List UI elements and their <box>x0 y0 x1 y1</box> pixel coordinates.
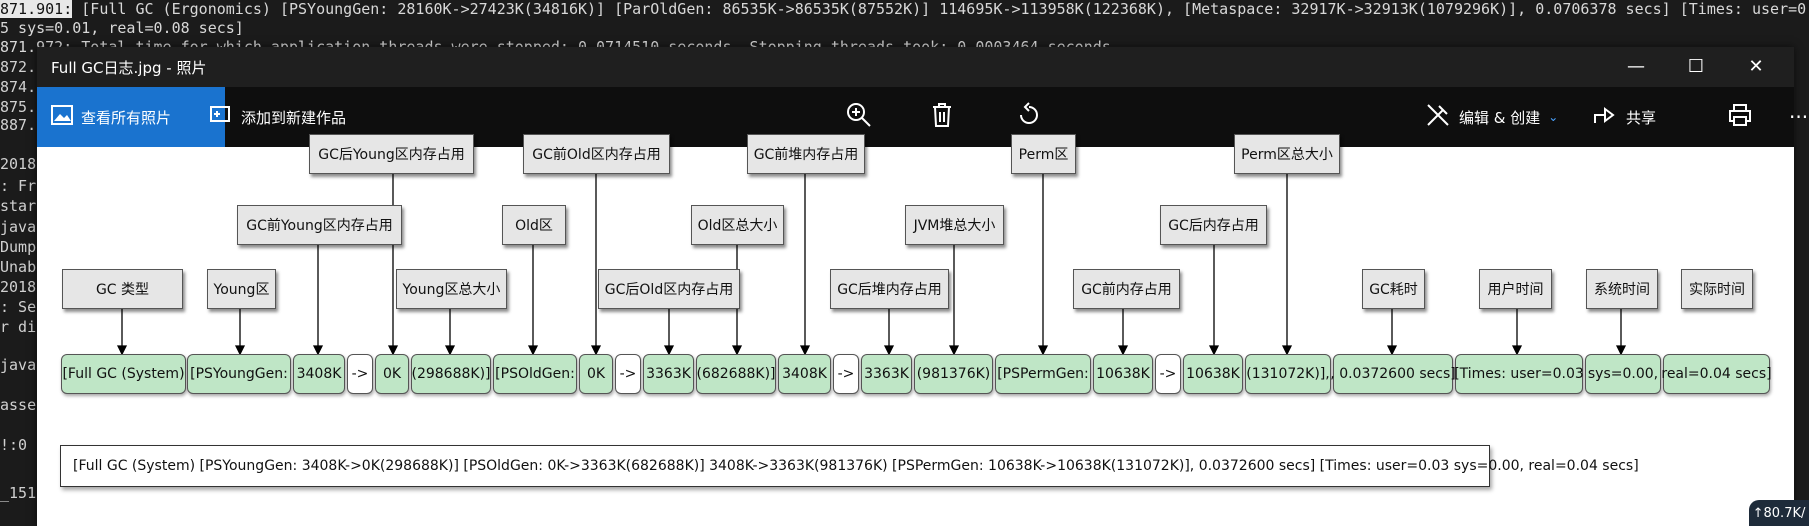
label-old-total: Old区总大小 <box>691 205 784 245</box>
share-label: 共享 <box>1626 108 1657 127</box>
label-perm-before: GC前内存占用 <box>1073 269 1180 309</box>
cell-arrow: -> <box>347 354 373 394</box>
minimize-button[interactable]: — <box>1627 56 1645 77</box>
edit-create-button[interactable]: 编辑 & 创建 ⌄ <box>1425 87 1558 147</box>
label-sys-time: 系统时间 <box>1586 269 1658 309</box>
share-icon <box>1592 103 1618 131</box>
cell-pspermgen: [PSPermGen: <box>995 354 1091 394</box>
terminal-ts-4: 887.0 <box>0 116 46 134</box>
label-old-before: GC前Old区内存占用 <box>523 134 670 174</box>
terminal-ts-2: 874.9 <box>0 78 46 96</box>
label-gc-type: GC 类型 <box>62 269 183 309</box>
close-button[interactable]: ✕ <box>1748 56 1764 77</box>
cell-heap-before: 3408K <box>778 354 831 394</box>
share-button[interactable]: 共享 <box>1592 87 1656 147</box>
terminal-side-line: java <box>0 218 37 236</box>
terminal-side-line: 2018 <box>0 155 37 173</box>
cell-sys-time: sys=0.00, <box>1585 354 1661 394</box>
label-old-after: GC后Old区内存占用 <box>598 269 740 309</box>
terminal-side-line: !:0 <box>0 436 28 454</box>
rotate-icon <box>1015 101 1043 133</box>
window-title: Full GC日志.jpg - 照片 <box>51 59 207 77</box>
terminal-ts-3: 875.9 <box>0 98 46 116</box>
cell-full-gc: [Full GC (System) <box>61 354 186 394</box>
terminal-side-line: r di <box>0 318 37 336</box>
view-all-label: 查看所有照片 <box>81 108 172 127</box>
terminal-side-line: : Se <box>0 298 37 316</box>
cell-old-after: 3363K <box>643 354 694 394</box>
cell-young-total: (298688K)] <box>411 354 491 394</box>
terminal-side-line: 2018 <box>0 278 37 296</box>
cell-arrow: -> <box>1155 354 1181 394</box>
cell-psoldgen: [PSOldGen: <box>493 354 577 394</box>
cell-psyounggen: [PSYoungGen: <box>187 354 291 394</box>
cell-old-before: 0K <box>579 354 613 394</box>
label-young-after: GC后Young区内存占用 <box>309 134 474 174</box>
view-all-photos-button[interactable]: 查看所有照片 <box>37 87 225 147</box>
chevron-down-icon: ⌄ <box>1548 110 1559 124</box>
terminal-side-line: Dump <box>0 238 37 256</box>
cell-real-time: real=0.04 secs] <box>1661 354 1772 394</box>
terminal-side-line: star <box>0 197 37 215</box>
cell-gc-time: , 0.0372600 secs] <box>1330 354 1456 394</box>
label-young: Young区 <box>207 269 276 309</box>
cell-arrow: -> <box>833 354 859 394</box>
cell-heap-after: 3363K <box>861 354 912 394</box>
cell-heap-total: (981376K) <box>914 354 993 394</box>
cell-old-total: (682688K)] <box>696 354 776 394</box>
cell-arrow: -> <box>615 354 641 394</box>
zoom-in-button[interactable] <box>845 87 873 147</box>
label-young-total: Young区总大小 <box>396 269 507 309</box>
edit-create-label: 编辑 & 创建 <box>1459 108 1541 127</box>
terminal-line-2: 5 sys=0.01, real=0.08 secs] <box>0 19 244 37</box>
label-gc-time: GC耗时 <box>1362 269 1425 309</box>
cell-perm-total: (131072K)], <box>1245 354 1331 394</box>
terminal-side-line: : Fr <box>0 177 37 195</box>
edit-icon <box>1425 102 1451 132</box>
print-icon <box>1727 102 1753 132</box>
add-to-label: 添加到新建作品 <box>241 108 347 127</box>
label-user-time: 用户时间 <box>1479 269 1552 309</box>
add-creation-icon <box>209 105 233 129</box>
toolbar: 查看所有照片 添加到新建作品 编辑 & 创建 <box>37 87 1808 147</box>
more-button[interactable]: ··· <box>1789 105 1809 129</box>
terminal-side-line: Unab <box>0 258 37 276</box>
add-to-creation-button[interactable]: 添加到新建作品 <box>209 87 346 147</box>
network-speed-badge: ↑80.7K/ <box>1749 500 1809 526</box>
label-heap-before: GC前堆内存占用 <box>747 134 865 174</box>
label-perm: Perm区 <box>1011 134 1076 174</box>
image-icon <box>51 105 73 129</box>
cell-user-time: [Times: user=0.03 <box>1454 354 1584 394</box>
cell-young-after: 0K <box>375 354 409 394</box>
print-button[interactable] <box>1727 87 1753 147</box>
label-perm-total: Perm区总大小 <box>1234 134 1340 174</box>
terminal-side-line: java <box>0 356 37 374</box>
terminal-side-line: asse <box>0 396 37 414</box>
cell-perm-before: 10638K <box>1093 354 1153 394</box>
label-heap-after: GC后堆内存占用 <box>830 269 949 309</box>
trash-icon <box>930 102 954 132</box>
label-old: Old区 <box>502 205 566 245</box>
label-jvm-heap-total: JVM堆总大小 <box>905 205 1004 245</box>
terminal-side-line: _151 <box>0 484 37 502</box>
terminal-ts-1: 872.9 <box>0 58 46 76</box>
label-perm-after: GC后内存占用 <box>1160 205 1267 245</box>
cell-young-before: 3408K <box>293 354 345 394</box>
zoom-in-icon <box>845 101 873 133</box>
cell-perm-after: 10638K <box>1183 354 1243 394</box>
terminal-line-1: 871.901: [Full GC (Ergonomics) [PSYoungG… <box>0 0 1809 18</box>
delete-button[interactable] <box>930 87 954 147</box>
rotate-button[interactable] <box>1015 87 1043 147</box>
maximize-button[interactable]: ☐ <box>1687 56 1705 77</box>
title-bar[interactable]: Full GC日志.jpg - 照片 — ☐ ✕ <box>37 47 1794 87</box>
label-young-before: GC前Young区内存占用 <box>237 205 402 245</box>
full-gc-log-line: [Full GC (System) [PSYoungGen: 3408K->0K… <box>60 445 1639 487</box>
label-real-time: 实际时间 <box>1681 269 1753 309</box>
